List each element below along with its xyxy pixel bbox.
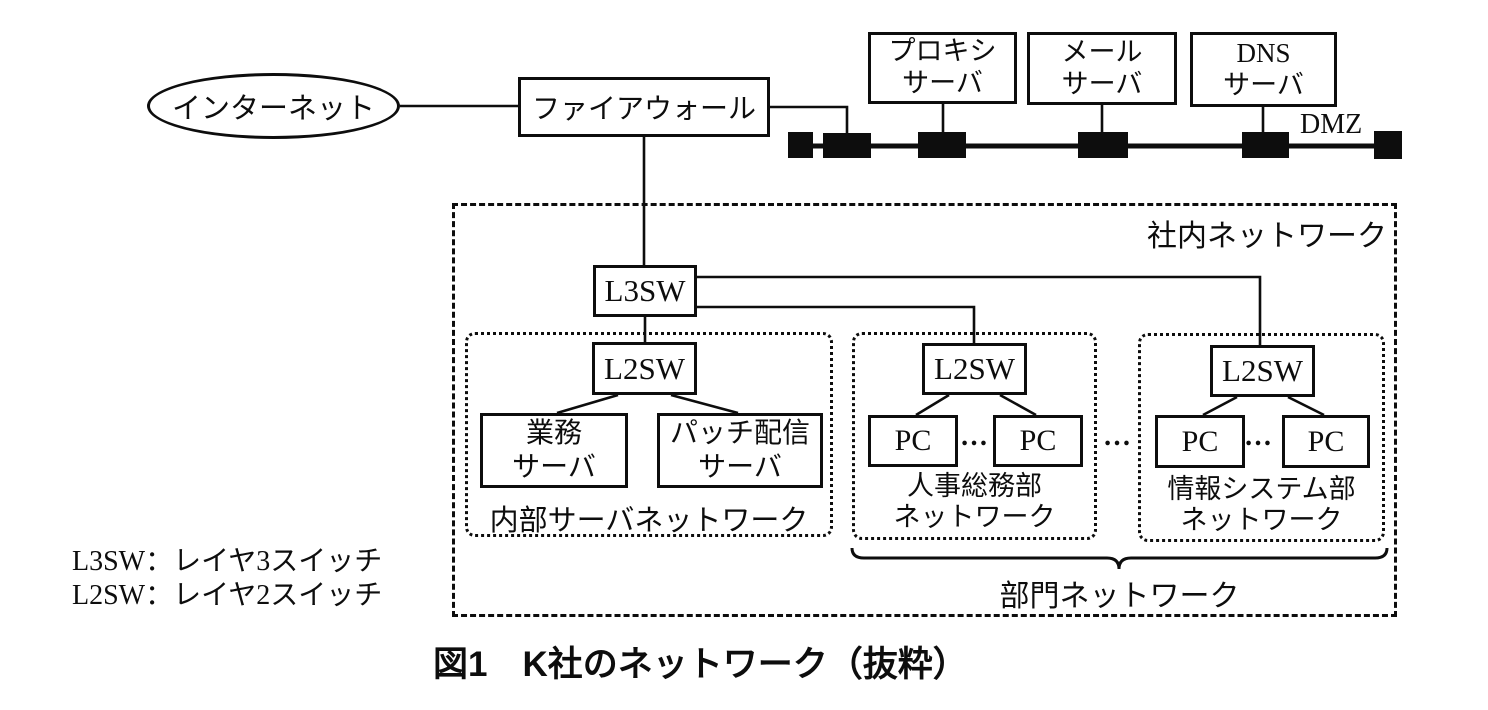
bus-node-dns (1242, 132, 1289, 158)
link-l2sw-hr-pc2 (999, 393, 1037, 417)
dns-server-label-line2: サーバ (1223, 69, 1304, 100)
proxy-server-node: プロキシ サーバ (868, 32, 1017, 104)
department-network-brace (850, 547, 1389, 570)
l2sw-internal-label: L2SW (604, 350, 685, 386)
business-server-label-line1: 業務 (525, 418, 582, 450)
internet-node: インターネット (147, 73, 400, 139)
firewall-node: ファイアウォール (518, 77, 770, 137)
pc-hr-1-node: PC (868, 415, 958, 467)
l2sw-hr-label: L2SW (934, 351, 1015, 386)
bus-node-right-end (1374, 131, 1402, 159)
business-server-label-line2: サーバ (512, 451, 596, 483)
dns-server-label-line1: DNS (1236, 37, 1291, 68)
l2sw-hr-node: L2SW (922, 343, 1027, 395)
hr-network-label: 人事総務部 ネットワーク (852, 471, 1097, 534)
legend-l2sw: L2SW：レイヤ2スイッチ (72, 580, 383, 612)
legend-l3sw: L3SW：レイヤ3スイッチ (72, 546, 383, 577)
link-l2sw-business-server (556, 393, 619, 415)
info-network-label-line1: 情報システム部 (1167, 474, 1356, 504)
patch-server-node: パッチ配信 サーバ (657, 413, 823, 488)
l2sw-info-node: L2SW (1210, 345, 1315, 397)
internal-server-network-zone (465, 332, 833, 537)
figure-caption: 図1 K社のネットワーク（抜粋） (433, 645, 968, 684)
internet-label: インターネット (171, 93, 375, 125)
dns-server-node: DNS サーバ (1190, 32, 1337, 107)
company-network-label: 社内ネットワーク (1147, 220, 1387, 253)
link-l2sw-hr-pc1 (915, 393, 950, 417)
pc-info-1-node: PC (1155, 415, 1245, 468)
bus-node-left-end (788, 132, 813, 158)
link-l2sw-patch-server (670, 393, 739, 415)
pc-info-1-label: PC (1181, 424, 1219, 458)
hr-network-zone (852, 332, 1097, 540)
ellipsis-info-pcs: … (1244, 421, 1274, 452)
bus-node-firewall (823, 133, 871, 158)
info-network-zone (1138, 333, 1385, 542)
department-network-label: 部門ネットワーク (999, 580, 1240, 613)
proxy-server-label-line1: プロキシ (888, 36, 997, 67)
link-l2sw-info-pc2 (1287, 395, 1325, 417)
pc-hr-2-label: PC (1019, 424, 1057, 457)
l3sw-node: L3SW (593, 265, 697, 317)
l2sw-internal-node: L2SW (592, 342, 697, 395)
l2sw-info-label: L2SW (1222, 353, 1303, 388)
company-network-zone (452, 203, 1397, 617)
hr-network-label-line2: ネットワーク (893, 502, 1056, 533)
pc-info-2-label: PC (1307, 424, 1345, 458)
mail-server-label-line2: サーバ (1061, 68, 1143, 99)
bus-node-proxy (918, 132, 966, 158)
info-network-label: 情報システム部 ネットワーク (1138, 474, 1385, 537)
dmz-label: DMZ (1300, 109, 1363, 140)
mail-server-label-line1: メール (1061, 36, 1143, 67)
ellipsis-between-departments: … (1103, 421, 1133, 452)
link-l3sw-l2sw-hr (697, 305, 976, 343)
pc-hr-1-label: PC (894, 424, 932, 457)
link-l2sw-info-pc1 (1202, 395, 1238, 417)
info-network-label-line2: ネットワーク (1180, 505, 1343, 536)
l3sw-label: L3SW (604, 273, 686, 308)
mail-server-node: メール サーバ (1027, 32, 1177, 105)
pc-info-2-node: PC (1282, 415, 1370, 468)
link-l3sw-l2sw-info (697, 275, 1262, 345)
patch-server-label-line1: パッチ配信 (669, 418, 810, 450)
firewall-label: ファイアウォール (531, 94, 756, 125)
patch-server-label-line2: サーバ (698, 451, 782, 483)
hr-network-label-line1: 人事総務部 (907, 471, 1042, 501)
business-server-node: 業務 サーバ (480, 413, 628, 488)
ellipsis-hr-pcs: … (960, 421, 990, 452)
bus-node-mail (1078, 132, 1128, 158)
internal-server-network-label: 内部サーバネットワーク (489, 505, 809, 537)
pc-hr-2-node: PC (993, 415, 1083, 467)
legend: L3SW：レイヤ3スイッチ L2SW：レイヤ2スイッチ (72, 545, 382, 613)
proxy-server-label-line2: サーバ (902, 68, 983, 98)
